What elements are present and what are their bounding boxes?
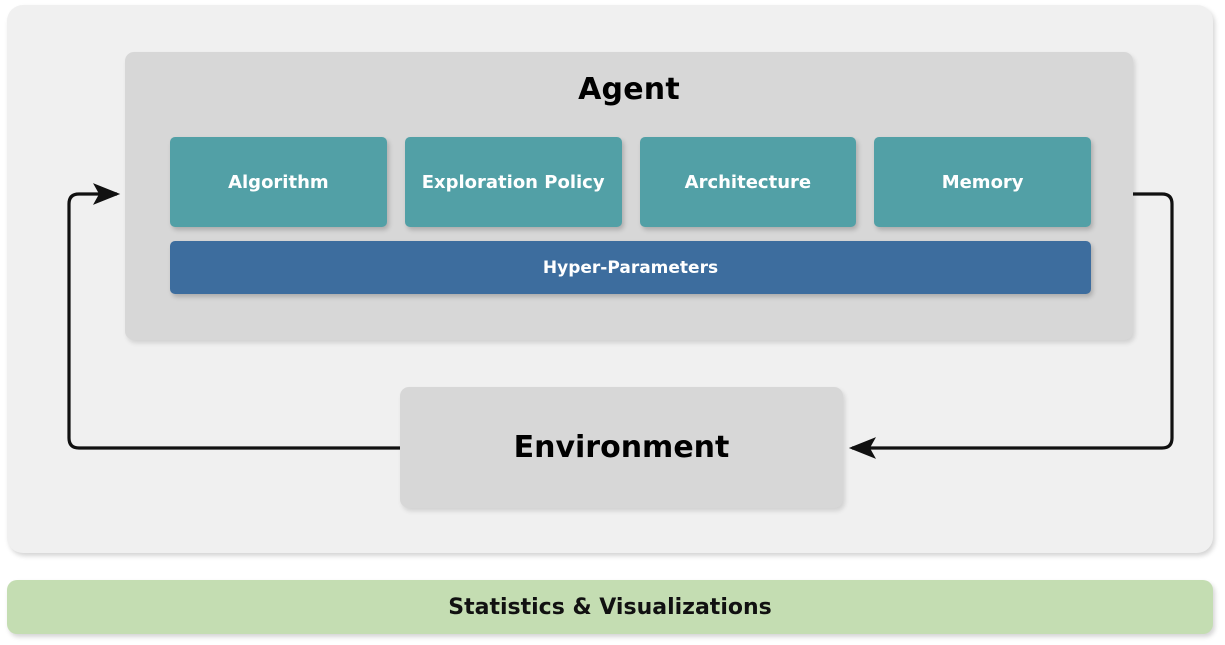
statistics-visualizations-bar[interactable]: Statistics & Visualizations: [7, 580, 1213, 634]
agent-component-architecture[interactable]: Architecture: [639, 137, 857, 227]
agent-component-memory[interactable]: Memory: [874, 137, 1091, 227]
agent-component-exploration-policy[interactable]: Exploration Policy: [404, 137, 622, 227]
environment-box[interactable]: Environment: [400, 387, 843, 508]
agent-panel[interactable]: Agent Algorithm Exploration Policy Archi…: [125, 52, 1133, 340]
agent-component-row: Algorithm Exploration Policy Architectur…: [170, 137, 1091, 227]
system-panel: Agent Algorithm Exploration Policy Archi…: [7, 5, 1213, 553]
agent-hyper-parameters-bar[interactable]: Hyper-Parameters: [170, 241, 1091, 294]
agent-component-algorithm[interactable]: Algorithm: [170, 137, 387, 227]
agent-title: Agent: [578, 72, 680, 107]
